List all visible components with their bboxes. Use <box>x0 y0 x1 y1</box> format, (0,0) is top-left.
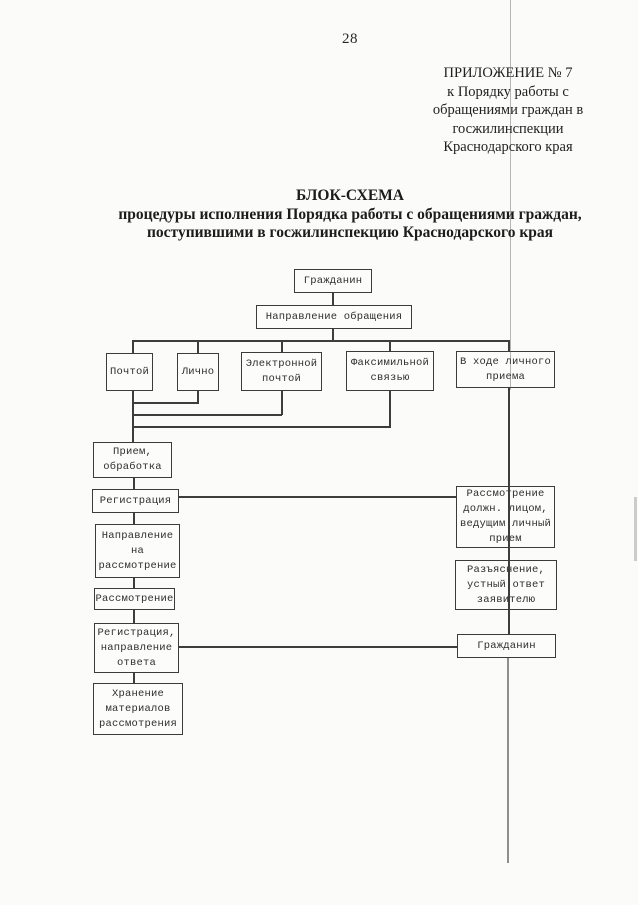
connector-line <box>133 478 135 489</box>
connector-line <box>179 496 456 498</box>
flowchart-node-explanation: Разъяснение, устный ответ заявителю <box>455 560 557 610</box>
connector-line <box>281 341 283 353</box>
connector-line <box>133 610 135 623</box>
connector-line <box>132 402 199 404</box>
connector-line <box>133 673 135 683</box>
flowchart-node-mail: Почтой <box>106 353 153 391</box>
flowchart-node-citizen-bottom: Гражданин <box>457 634 556 658</box>
connector-line <box>132 426 391 428</box>
flowchart-node-citizen-top: Гражданин <box>294 269 372 293</box>
connector-line <box>197 341 199 354</box>
connector-line <box>389 341 391 352</box>
appendix-heading: ПРИЛОЖЕНИЕ № 7 к Порядку работы с обраще… <box>408 64 608 157</box>
document-title: БЛОК-СХЕМА процедуры исполнения Порядка … <box>78 187 622 243</box>
appendix-line: Краснодарского края <box>443 139 573 156</box>
connector-line <box>281 391 283 415</box>
flowchart-node-direction: Направление обращения <box>256 305 412 329</box>
connector-line <box>389 391 391 427</box>
flowchart-node-registration: Регистрация <box>92 489 179 513</box>
flowchart-node-personal-reception: В ходе личного приема <box>456 351 555 388</box>
page-number: 28 <box>342 31 358 47</box>
connector-line <box>332 293 334 305</box>
flowchart-node-forward: Направление на рассмотрение <box>95 524 180 578</box>
connector-line <box>133 578 135 588</box>
title-line-1: БЛОК-СХЕМА <box>295 187 404 204</box>
connector-line <box>133 513 135 524</box>
flowchart-node-reg-answer: Регистрация, направление ответа <box>94 623 179 673</box>
appendix-line: госжилинспекции <box>452 120 564 137</box>
connector-line <box>508 388 510 634</box>
appendix-line: к Порядку работы с <box>447 83 569 100</box>
connector-line <box>132 341 134 354</box>
connector-line <box>132 414 282 416</box>
connector-line <box>179 646 457 648</box>
title-line-2: процедуры исполнения Порядка работы с об… <box>118 205 582 223</box>
scan-fold-line <box>510 0 511 390</box>
connector-line <box>508 341 510 352</box>
flowchart-node-official-consideration: Рассмотрение должн. лицом, ведущим личны… <box>456 486 555 548</box>
appendix-line: обращениями граждан в <box>432 102 584 119</box>
connector-line <box>132 391 134 442</box>
flowchart-node-email: Электронной почтой <box>241 352 322 391</box>
scan-edge-streak <box>634 497 637 561</box>
flowchart-node-storage: Хранение материалов рассмотрения <box>93 683 183 735</box>
flowchart-node-consideration: Рассмотрение <box>94 588 175 610</box>
scan-fold-line <box>507 658 509 863</box>
flowchart-node-reception: Прием, обработка <box>93 442 172 478</box>
connector-line <box>332 329 334 341</box>
flowchart-node-fax: Факсимильной связью <box>346 351 434 391</box>
connector-line <box>197 391 199 403</box>
flowchart-node-in-person: Лично <box>177 353 219 391</box>
connector-line <box>132 340 510 342</box>
title-line-3: поступившими в госжилинспекцию Краснодар… <box>146 224 554 242</box>
appendix-line: ПРИЛОЖЕНИЕ № 7 <box>443 65 573 81</box>
